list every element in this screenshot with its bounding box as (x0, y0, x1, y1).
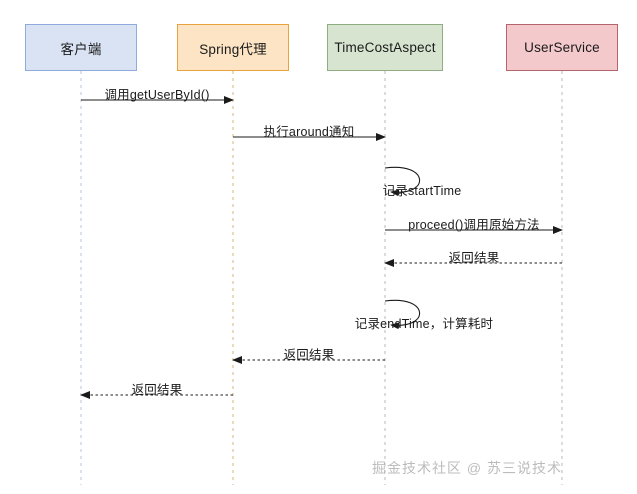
message-label-m3: 记录startTime (382, 184, 462, 198)
message-label-m7: 返回结果 (283, 348, 335, 362)
message-label-m6: 记录endTime，计算耗时 (354, 317, 494, 331)
self-message-arrow-m6 (384, 299, 421, 330)
watermark-text: 掘金技术社区 @ 苏三说技术 (372, 460, 562, 476)
actor-box-client[interactable]: 客户端 (25, 24, 137, 71)
actor-box-time-cost-aspect[interactable]: TimeCostAspect (327, 24, 443, 71)
actor-box-spring-proxy[interactable]: Spring代理 (177, 24, 289, 71)
actor-box-user-service[interactable]: UserService (506, 24, 618, 71)
actor-label: UserService (524, 40, 600, 55)
actor-label: 客户端 (60, 41, 102, 57)
message-label-m4: proceed()调用原始方法 (408, 218, 540, 232)
lifelines (80, 71, 563, 485)
message-label-m2: 执行around通知 (263, 125, 355, 139)
actor-label: Spring代理 (199, 41, 267, 57)
message-arrows (80, 96, 563, 399)
message-label-m1: 调用getUserById() (104, 88, 210, 102)
message-label-m8: 返回结果 (131, 383, 183, 397)
actor-label: TimeCostAspect (334, 40, 436, 55)
self-message-arrow-m3 (384, 166, 421, 197)
message-label-m5: 返回结果 (448, 251, 500, 265)
